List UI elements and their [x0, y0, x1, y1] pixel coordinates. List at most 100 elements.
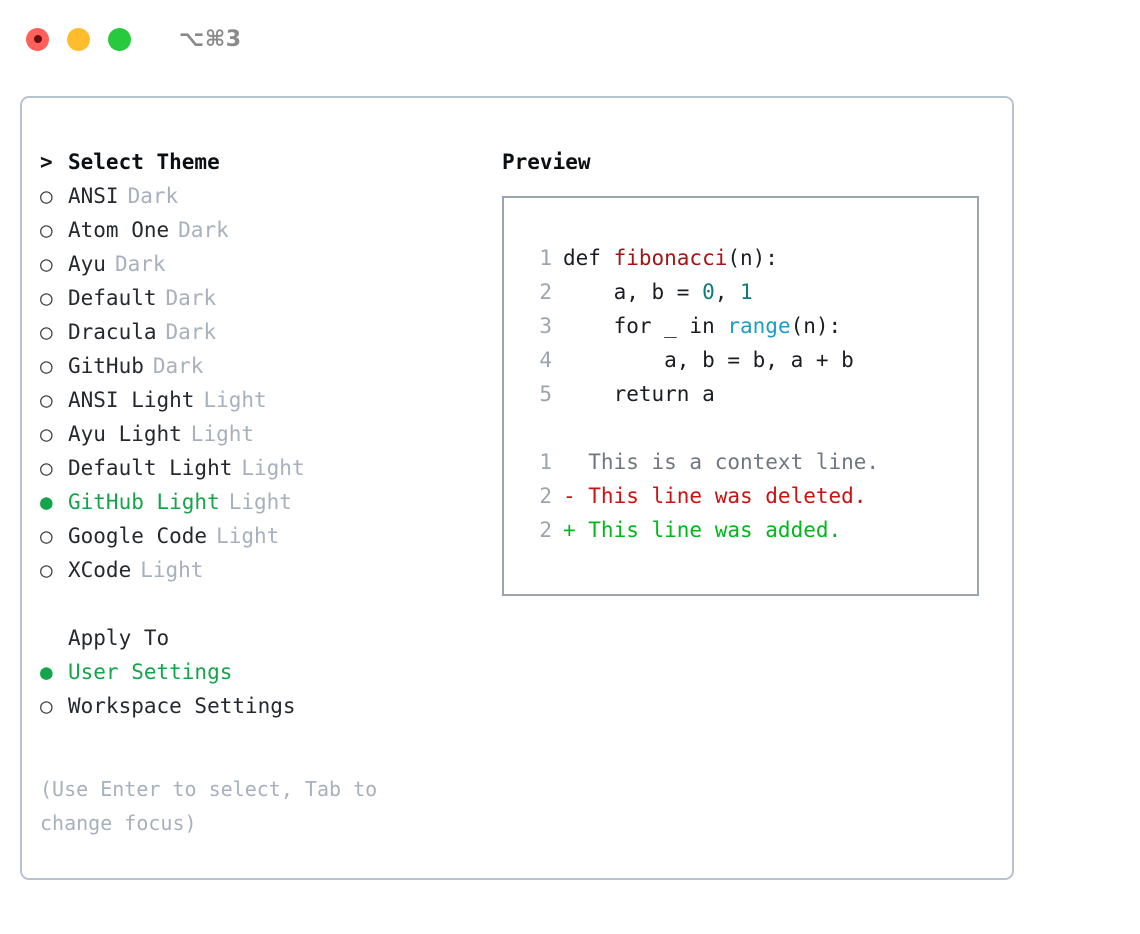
theme-list-item[interactable]: ○ Atom One Dark — [40, 218, 502, 252]
theme-picker-title: Select Theme — [68, 150, 220, 174]
section-spacer — [40, 592, 502, 626]
theme-name: Ayu — [68, 252, 106, 276]
preview-title: Preview — [502, 150, 591, 174]
radio-unselected-icon: ○ — [40, 558, 53, 582]
radio-unselected-icon: ○ — [40, 218, 53, 242]
theme-name: Default — [68, 286, 157, 310]
radio-selected-icon: ● — [40, 660, 53, 684]
theme-name: Default Light — [68, 456, 233, 480]
theme-name: ANSI — [68, 184, 119, 208]
code-token: , — [714, 280, 741, 304]
theme-variant-badge: Light — [190, 422, 255, 446]
apply-to-item[interactable]: ○ Workspace Settings — [40, 694, 502, 728]
theme-name: GitHub — [68, 354, 144, 378]
help-text: (Use Enter to select, Tab to change focu… — [40, 772, 450, 840]
diff-text: + This line was added. — [563, 518, 842, 542]
code-token: range — [727, 314, 791, 338]
help-text-line-2: change focus) — [40, 811, 197, 835]
theme-name: Atom One — [68, 218, 170, 242]
close-button[interactable] — [26, 27, 49, 51]
radio-unselected-icon: ○ — [40, 422, 53, 446]
apply-to-label: User Settings — [68, 660, 233, 684]
code-token: return a — [563, 382, 715, 406]
code-token: 1 — [740, 280, 753, 304]
theme-variant-badge: Dark — [114, 252, 166, 276]
radio-unselected-icon: ○ — [40, 524, 53, 548]
theme-variant-badge: Dark — [152, 354, 204, 378]
diff-text: This is a context line. — [563, 450, 880, 474]
code-token: a, b = — [563, 280, 703, 304]
code-line: 4 a, b = b, a + b — [522, 348, 977, 382]
theme-list-item[interactable]: ○ Default Light Light — [40, 456, 502, 490]
title-bar: ⌥⌘3 — [0, 0, 1140, 78]
code-token: (n): — [790, 314, 842, 338]
code-text: return a — [563, 382, 715, 406]
prompt-arrow-icon: > — [40, 150, 53, 174]
line-number: 2 — [539, 280, 552, 304]
theme-name: GitHub Light — [68, 490, 220, 514]
line-number: 5 — [539, 382, 552, 406]
diff-line: 2- This line was deleted. — [522, 484, 977, 518]
theme-variant-badge: Light — [216, 524, 280, 548]
theme-variant-badge: Light — [203, 388, 267, 412]
radio-unselected-icon: ○ — [40, 694, 53, 718]
code-token: a, b = b, a + b — [563, 348, 854, 372]
code-text: a, b = 0, 1 — [563, 280, 753, 304]
minimize-button[interactable] — [67, 27, 90, 51]
apply-to-label: Workspace Settings — [68, 694, 296, 718]
line-number: 4 — [539, 348, 552, 372]
help-text-line-1: (Use Enter to select, Tab to — [40, 777, 378, 801]
radio-unselected-icon: ○ — [40, 320, 53, 344]
theme-name: XCode — [68, 558, 132, 582]
line-number: 1 — [539, 450, 552, 474]
theme-list-item[interactable]: ○ Ayu Dark — [40, 252, 502, 286]
code-text: a, b = b, a + b — [563, 348, 854, 372]
theme-list-item[interactable]: ○ Ayu Light Light — [40, 422, 502, 456]
theme-variant-badge: Light — [241, 456, 305, 480]
maximize-button[interactable] — [108, 27, 131, 51]
help-spacer — [40, 728, 502, 762]
apply-to-list: ● User Settings ○ Workspace Settings — [40, 660, 502, 728]
diff-line: 2 + This line was added. — [522, 518, 977, 552]
code-diff-separator — [522, 416, 977, 450]
radio-unselected-icon: ○ — [40, 456, 53, 480]
code-line: 3 for _ in range(n): — [522, 314, 977, 348]
code-line: 2 a, b = 0, 1 — [522, 280, 977, 314]
theme-list-item[interactable]: ○ Default Dark — [40, 286, 502, 320]
radio-unselected-icon: ○ — [40, 252, 53, 276]
theme-name: Dracula — [68, 320, 157, 344]
diff-line: 1 This is a context line. — [522, 450, 977, 484]
code-token: def — [563, 246, 614, 270]
close-icon — [33, 35, 42, 43]
radio-unselected-icon: ○ — [40, 286, 53, 310]
code-text: for _ in range(n): — [563, 314, 842, 338]
theme-variant-badge: Light — [228, 490, 292, 514]
theme-list-item[interactable]: ○ Google Code Light — [40, 524, 502, 558]
code-token: 0 — [702, 280, 715, 304]
theme-name: ANSI Light — [68, 388, 195, 412]
line-number: 3 — [539, 314, 552, 338]
theme-variant-badge: Dark — [178, 218, 229, 242]
code-token: (n): — [727, 246, 778, 270]
line-number: 1 — [539, 246, 552, 270]
apply-to-item[interactable]: ● User Settings — [40, 660, 502, 694]
theme-picker-header: > Select Theme — [40, 150, 502, 184]
line-number: 2 — [539, 518, 552, 542]
theme-name: Ayu Light — [68, 422, 182, 446]
theme-variant-badge: Dark — [127, 184, 179, 208]
theme-variant-badge: Dark — [165, 286, 217, 310]
theme-name: Google Code — [68, 524, 208, 548]
